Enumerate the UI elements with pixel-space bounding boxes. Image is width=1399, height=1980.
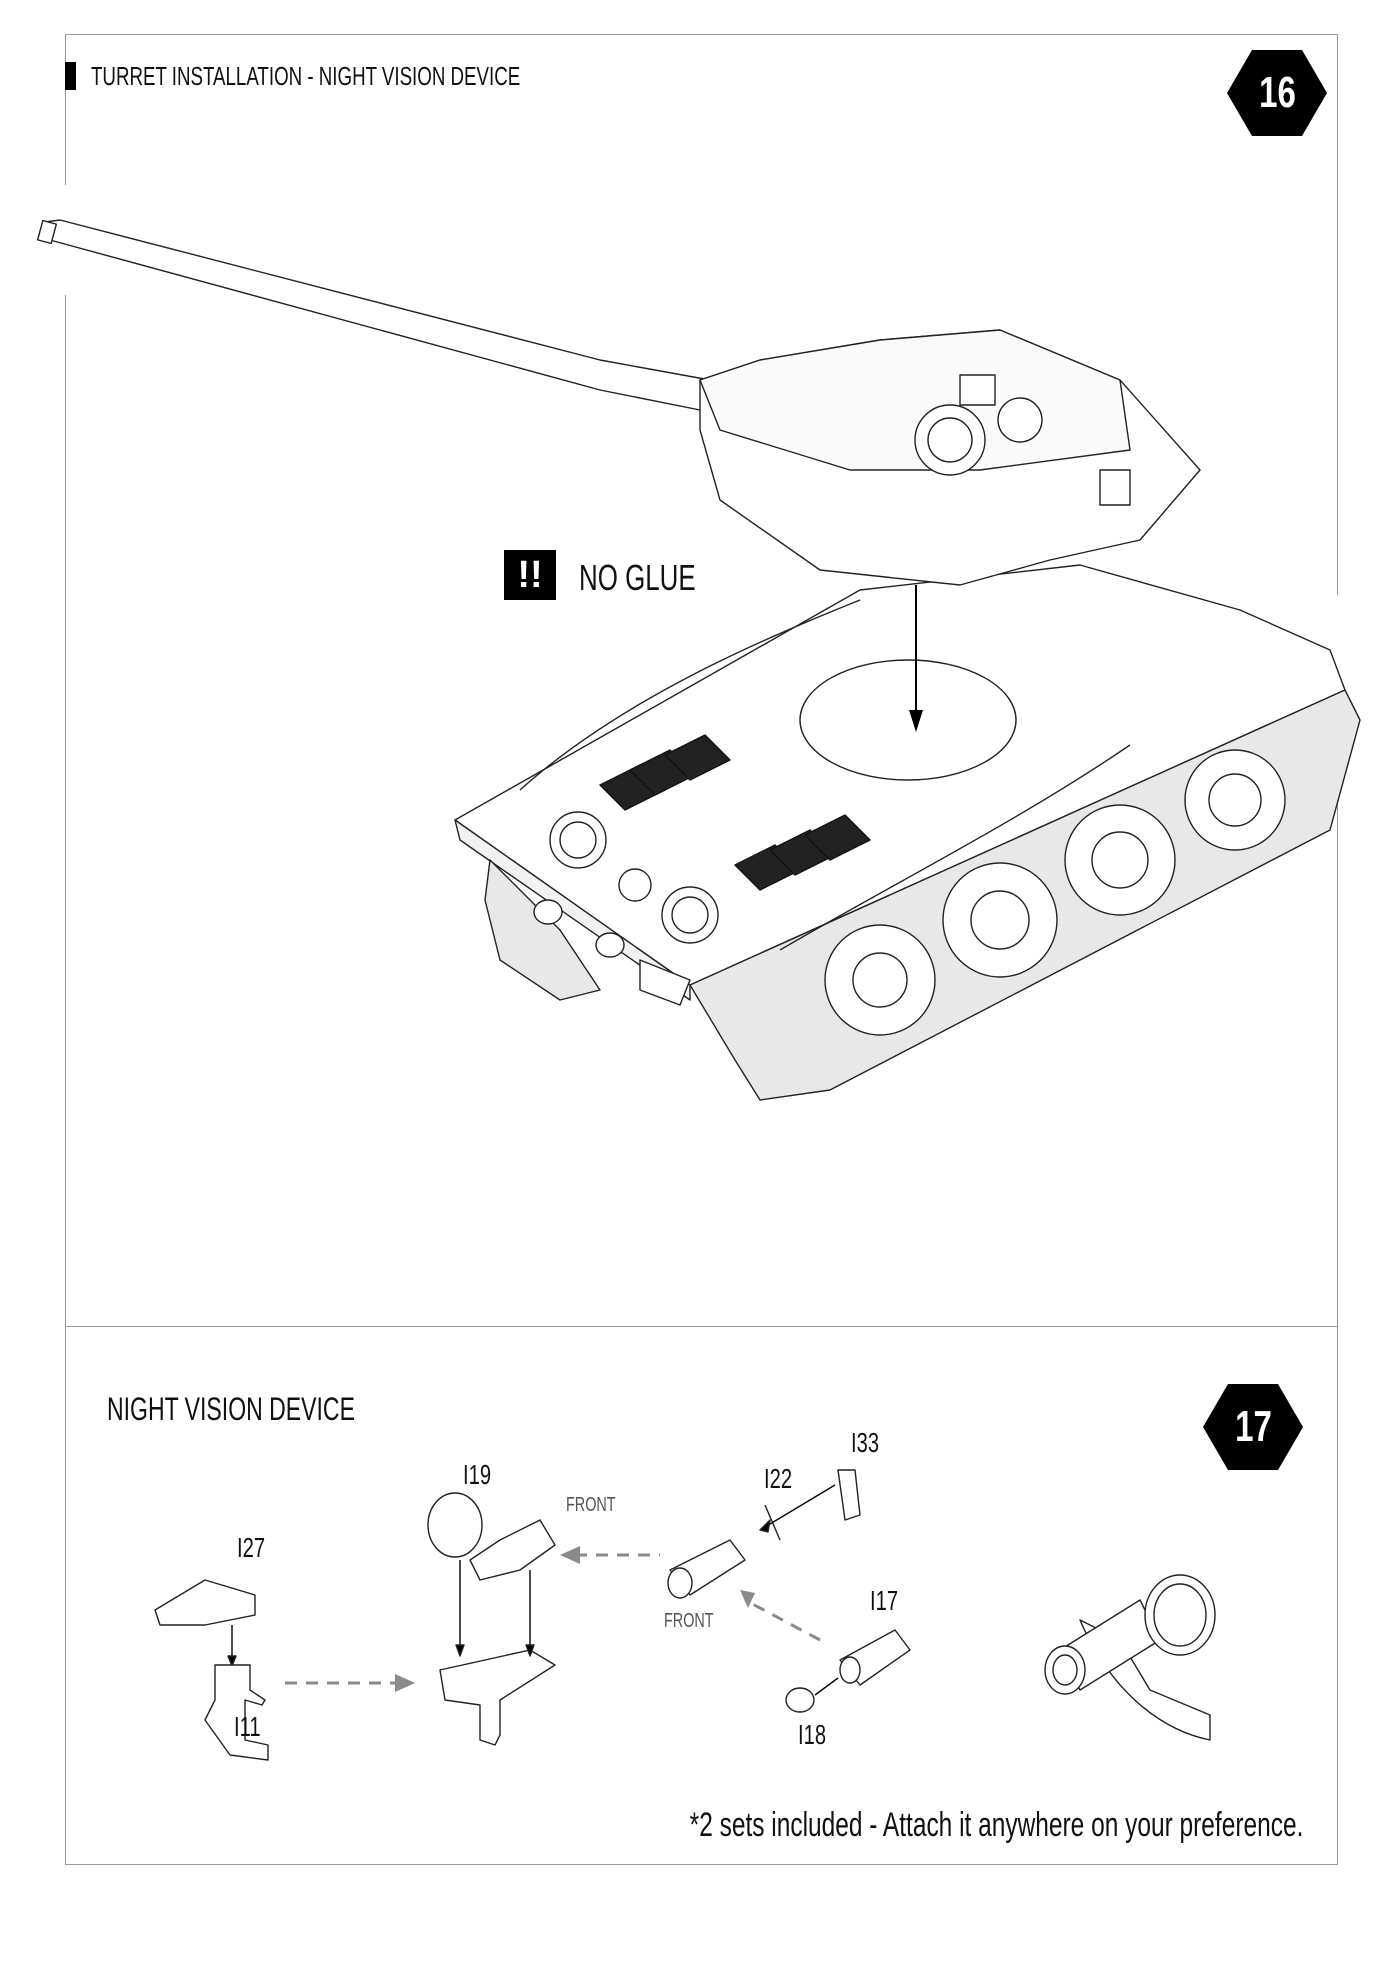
page-frame — [65, 34, 1338, 1865]
label-i11: I11 — [234, 1712, 271, 1742]
step16-number: 16 — [1258, 68, 1296, 117]
label-i33: I33 — [851, 1428, 890, 1458]
no-glue-text: NO GLUE — [579, 557, 696, 598]
step17-badge: 17 — [1203, 1384, 1303, 1470]
label-i33-text: I33 — [851, 1427, 880, 1458]
step17-number: 17 — [1234, 1402, 1272, 1451]
title-marker — [65, 62, 76, 90]
label-i18: I18 — [798, 1720, 837, 1750]
dashed-arrow-icon — [560, 1546, 580, 1564]
footnote-text: *2 sets included - Attach it anywhere on… — [689, 1806, 1303, 1844]
left-track — [484, 859, 601, 1001]
hexagon-icon — [1203, 1384, 1303, 1470]
label-i17-text: I17 — [870, 1585, 899, 1616]
part-i18 — [785, 1687, 815, 1713]
front-label: FRONT — [566, 1494, 635, 1516]
label-i19-text: I19 — [463, 1459, 492, 1490]
step17-title: NIGHT VISION DEVICE — [107, 1392, 451, 1426]
front-label-text: FRONT — [664, 1610, 714, 1632]
tank-illustration — [36, 219, 1361, 1101]
label-i11-text: I11 — [234, 1711, 261, 1742]
part-i33 — [837, 1469, 861, 1521]
dashed-arrow-icon — [740, 1590, 755, 1608]
footnote: *2 sets included - Attach it anywhere on… — [451, 1806, 1303, 1844]
part-i11 — [204, 1664, 269, 1761]
step17-title-text: NIGHT VISION DEVICE — [107, 1391, 355, 1427]
assembled-night-vision-device — [1044, 1574, 1216, 1741]
label-i19: I19 — [463, 1460, 502, 1490]
label-i22-text: I22 — [764, 1463, 793, 1494]
turret-ring — [799, 659, 1017, 781]
down-arrow-icon — [909, 710, 923, 732]
part-i19-lamp — [427, 1492, 483, 1558]
section-divider — [65, 1326, 1338, 1327]
label-i22: I22 — [764, 1464, 803, 1494]
step16-title: TURRET INSTALLATION - NIGHT VISION DEVIC… — [91, 62, 687, 90]
step16-badge: 16 — [1227, 50, 1327, 136]
front-label: FRONT — [664, 1610, 733, 1632]
hexagon-icon — [1227, 50, 1327, 136]
step16-title-text: TURRET INSTALLATION - NIGHT VISION DEVIC… — [91, 61, 521, 91]
mount-base — [439, 1649, 556, 1746]
label-i27-text: I27 — [237, 1532, 266, 1563]
front-label-text: FRONT — [566, 1494, 616, 1516]
no-glue-label: NO GLUE — [579, 558, 741, 598]
dashed-arrow-icon — [395, 1674, 415, 1692]
label-i18-text: I18 — [798, 1719, 827, 1750]
part-i27 — [154, 1579, 256, 1626]
label-i17: I17 — [870, 1586, 909, 1616]
warning-icon: !! — [504, 550, 556, 600]
label-i27: I27 — [237, 1533, 276, 1563]
